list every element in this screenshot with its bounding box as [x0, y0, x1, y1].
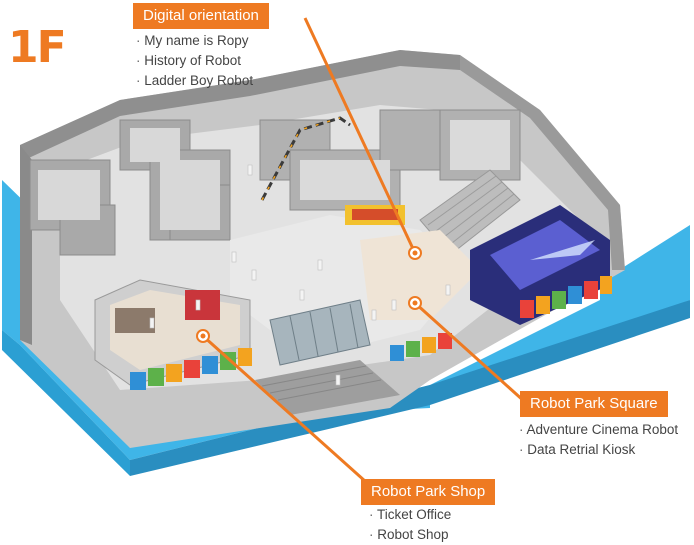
upper-left-room-floors: [38, 128, 220, 230]
square-item-kiosk: Data Retrial Kiosk: [519, 440, 678, 460]
floor-label: 1F: [8, 22, 67, 73]
blue-base-side: [2, 330, 130, 476]
blue-base-front: [130, 300, 690, 476]
shop-item-robot-shop: Robot Shop: [369, 525, 451, 545]
robot-park-square-list: Adventure Cinema Robot Data Retrial Kios…: [519, 420, 679, 460]
display-screen: [352, 209, 398, 220]
leader-lines: [201, 17, 527, 492]
square-floor: [360, 230, 480, 320]
cinema-screen: [490, 220, 600, 290]
glass-entrance: [269, 299, 371, 366]
square-item-cinema: Adventure Cinema Robot: [519, 420, 679, 440]
digital-orientation-title: Digital orientation: [133, 3, 269, 29]
robot-park-square-title: Robot Park Square: [520, 391, 668, 417]
shop-item-ticket: Ticket Office: [369, 505, 451, 525]
robot-park-shop-title: Robot Park Shop: [361, 479, 496, 505]
digital-item-ropy: My name is Ropy: [136, 31, 253, 51]
shop-wall-panels: [130, 348, 252, 390]
square-wall-panels: [390, 333, 452, 361]
wall-east: [460, 55, 625, 270]
cinema-wall-panels: [520, 276, 612, 318]
shop-red-counter: [185, 290, 220, 320]
callout-markers: [196, 246, 422, 343]
robot-track: [260, 116, 351, 201]
robot-track-color: [261, 117, 341, 201]
shop-display: [115, 308, 155, 333]
digital-item-history: History of Robot: [136, 51, 253, 71]
visitor-figures: [149, 164, 451, 386]
digital-item-ladder: Ladder Boy Robot: [136, 71, 253, 91]
front-steps: [255, 360, 400, 415]
cinema-light: [530, 240, 595, 260]
stair-steps: [427, 175, 515, 244]
upper-center-floors: [300, 120, 510, 200]
digital-orientation-list: My name is Ropy History of Robot Ladder …: [136, 31, 253, 91]
glass-mullions: [289, 303, 359, 361]
robot-park-shop-list: Ticket Office Robot Shop: [369, 505, 451, 545]
wall-west: [20, 145, 32, 345]
wall-north: [20, 50, 460, 162]
front-step-lines: [261, 365, 382, 401]
